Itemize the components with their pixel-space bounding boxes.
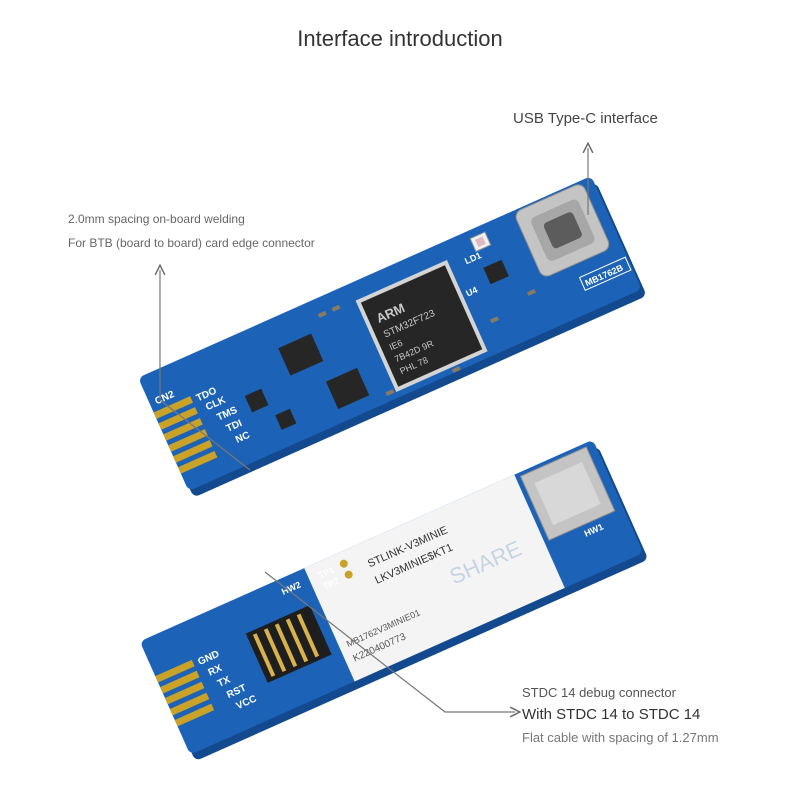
stdc14-header (245, 605, 332, 683)
stdc14-connector-label: STDC 14 debug connector (522, 685, 676, 700)
btb-spacing-label: 2.0mm spacing on-board welding (68, 212, 245, 226)
usb-c-connector (515, 184, 610, 277)
page-title: Interface introduction (297, 26, 503, 51)
small-ic-5 (483, 259, 509, 285)
pin-nc: NC (234, 430, 252, 446)
btb-edge-pads (153, 396, 218, 474)
stdc14-cable-label: With STDC 14 to STDC 14 (522, 706, 701, 723)
usb-typec-label: USB Type-C interface (513, 110, 658, 127)
btb-connector-label: For BTB (board to board) card edge conne… (68, 236, 315, 250)
pin-tx: TX (216, 674, 232, 689)
small-ic-2 (325, 367, 370, 410)
stdc-callout-arrow (264, 571, 515, 712)
stdc-edge-pads (155, 659, 215, 727)
small-ic-4 (275, 408, 297, 430)
btb-callout-arrow (160, 270, 251, 471)
bottom-board: STLINK-V3MINIE LKV3MINIE$KT1 MB1762V3MIN… (141, 441, 647, 760)
top-board: ARM STM32F723 IE6 7B42D 9R PHL 78 (140, 177, 645, 496)
silk-u4: U4 (464, 285, 479, 299)
serial-sticker: STLINK-V3MINIE LKV3MINIE$KT1 MB1762V3MIN… (304, 474, 565, 682)
small-ic-3 (244, 388, 269, 413)
pin-rx: RX (207, 663, 224, 679)
flat-cable-spacing-label: Flat cable with spacing of 1.27mm (522, 730, 719, 745)
small-ic-1 (278, 333, 324, 376)
mcu-chip: ARM STM32F723 IE6 7B42D 9R PHL 78 (355, 259, 488, 392)
